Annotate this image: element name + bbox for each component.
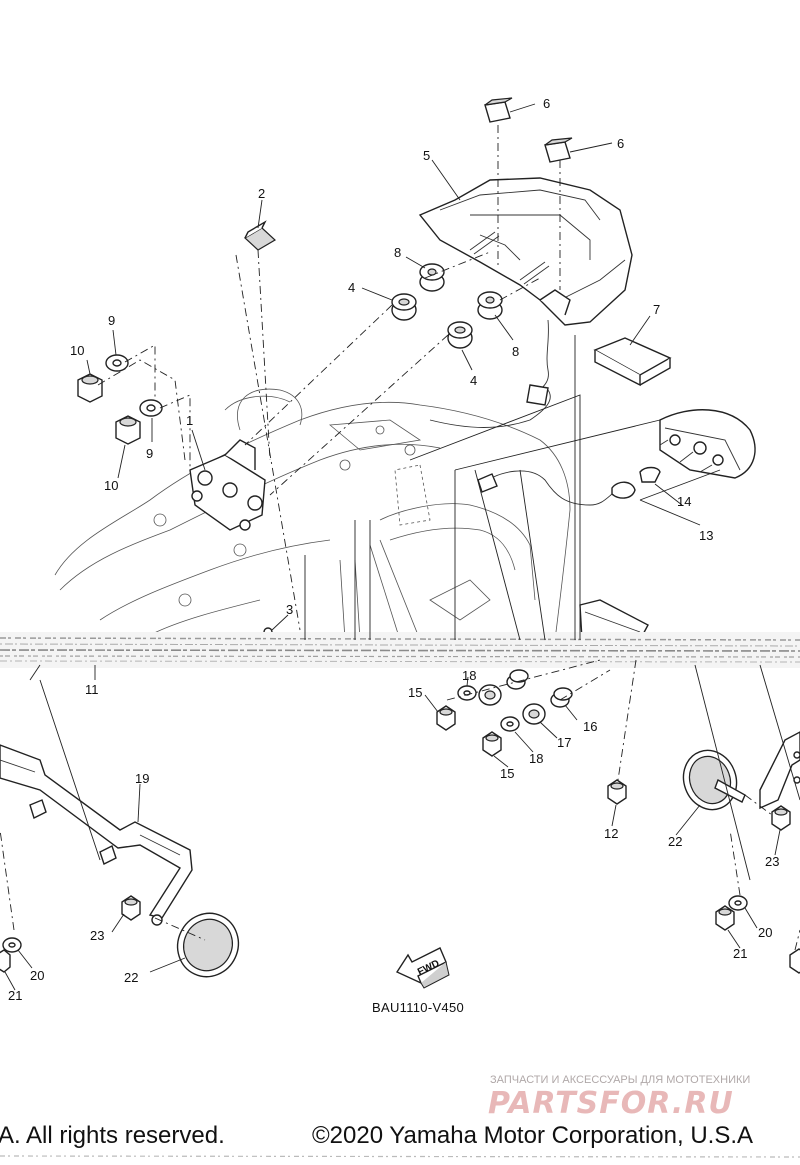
footer: A. All rights reserved. ©2020 Yamaha Mot… [0,1122,800,1158]
reflector-part-22a [176,912,240,978]
callout-11: 11 [85,682,99,697]
wiring-harness [429,389,613,506]
callout-12: 12 [604,826,618,841]
callout-9: 9 [108,313,115,328]
washer-part-18b [500,716,520,732]
washer-part-9a [105,354,129,372]
nut-part-12 [607,779,627,805]
callout-23: 23 [765,854,779,869]
footer-copyright: ©2020 Yamaha Motor Corporation, U.S.A [312,1122,753,1149]
collar-part-8b [477,291,503,320]
callout-22: 22 [668,834,682,849]
callout-15: 15 [500,766,514,781]
bracket-part-1 [189,439,266,531]
watermark-logo: PARTSFOR.RU [488,1086,734,1121]
callout-4: 4 [348,280,355,295]
callout-23: 23 [90,928,104,943]
callout-17: 17 [557,735,571,750]
callout-4: 4 [470,373,477,388]
callout-numbers: 6 6 5 2 8 4 7 8 4 9 10 1 9 10 14 13 3 11… [8,96,779,1003]
washer-part-20a [2,937,22,953]
license-light-part-13 [659,409,756,479]
collar-part-16a [506,669,529,690]
rear-fender-frame [54,388,571,641]
grommet-part-17a [478,684,502,706]
callout-15: 15 [408,685,422,700]
callout-2: 2 [258,186,265,201]
callout-16: 16 [583,719,597,734]
bulb-part-14 [611,466,661,499]
callout-8: 8 [512,344,519,359]
collar-part-16b [550,687,573,708]
callout-20: 20 [758,925,772,940]
grommet-part-4b [447,321,473,349]
nut-part-10b [115,415,141,445]
callout-21: 21 [733,946,747,961]
grommet-part-17b [522,703,546,725]
callout-9: 9 [146,446,153,461]
callout-3: 3 [286,602,293,617]
callout-13: 13 [699,528,713,543]
callout-6: 6 [617,136,624,151]
bracket-part-19 [0,744,193,926]
footer-rights: A. All rights reserved. [0,1122,225,1149]
nut-part-23b [771,805,791,831]
nut-edge-right [789,948,800,974]
callout-6: 6 [543,96,550,111]
callout-18: 18 [529,751,543,766]
callout-8: 8 [394,245,401,260]
washer-part-18a [457,685,477,701]
callout-22: 22 [124,970,138,985]
callout-leaders [4,103,781,991]
callout-7: 7 [653,302,660,317]
callout-21: 21 [8,988,22,1003]
callout-10: 10 [70,343,84,358]
callout-19: 19 [135,771,149,786]
washer-part-20b [728,895,748,911]
callout-18: 18 [462,668,476,683]
nut-part-15a [436,705,456,731]
nut-part-21a [0,949,11,973]
callout-14: 14 [677,494,691,509]
callout-10: 10 [104,478,118,493]
grommet-part-4a [391,293,417,321]
clip-part-2 [243,220,277,251]
scan-noise-band [0,632,800,668]
washer-part-9b [139,399,163,417]
callout-5: 5 [423,148,430,163]
reflector-part-22b [682,749,746,811]
damper-part-6b [544,137,573,163]
bracket-right-fragment [759,731,800,810]
reference-lines [29,335,800,881]
damper-part-6a [484,97,513,123]
nut-part-23a [121,895,141,921]
callout-20: 20 [30,968,44,983]
nut-part-21b [715,905,735,931]
collar-part-8a [419,263,445,292]
nut-part-15b [482,731,502,757]
nut-part-10a [77,373,103,403]
watermark-tagline: ЗАПЧАСТИ И АКСЕССУАРЫ ДЛЯ МОТОТЕХНИКИ [490,1074,750,1086]
callout-1: 1 [186,413,193,428]
watermark: ЗАПЧАСТИ И АКСЕССУАРЫ ДЛЯ МОТОТЕХНИКИ PA… [488,1074,750,1121]
pad-part-7 [593,337,672,387]
tail-light-part-5 [418,177,633,406]
assembly-lines [0,125,800,951]
fwd-arrow-icon: FWD [395,947,450,989]
diagram-code: BAU1110-V450 [372,1000,464,1015]
